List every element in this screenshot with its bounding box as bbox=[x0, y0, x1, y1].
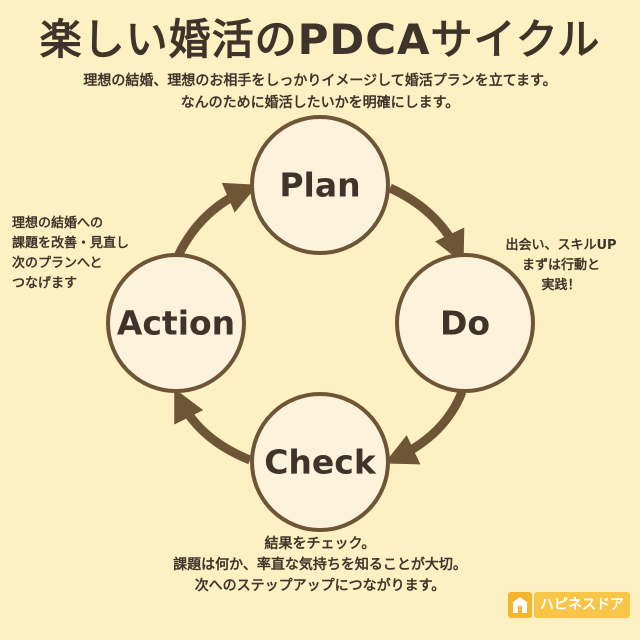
arrow-do-to-check bbox=[384, 390, 467, 465]
action-note-line: 理想の結婚への bbox=[12, 216, 104, 231]
check-note-line: 結果をチェック。 bbox=[264, 536, 376, 552]
node-action: Action bbox=[106, 253, 246, 393]
page-title: 楽しい婚活のPDCAサイクル bbox=[39, 15, 601, 64]
intro-line: 理想の結婚、理想のお相手をしっかりイメージして婚活プランを立てます。 bbox=[83, 73, 557, 89]
intro-line: なんのために婚活したいかを明確にします。 bbox=[180, 95, 460, 111]
action-note: 理想の結婚への 課題を改善・見直し 次のプランへと つなげます bbox=[12, 214, 129, 294]
brand-logo-text: ハピネスドア bbox=[534, 592, 630, 618]
arrow-action-to-plan bbox=[173, 182, 258, 258]
check-note: 結果をチェック。 課題は何か、率直な気持ちを知ることが大切。 次へのステップアッ… bbox=[0, 534, 640, 597]
do-note-line: 実践！ bbox=[541, 278, 581, 293]
check-note-line: 課題は何か、率直な気持ちを知ることが大切。 bbox=[173, 557, 467, 573]
check-label: Check bbox=[264, 443, 377, 482]
brand-logo: ハピネスドア bbox=[508, 590, 630, 620]
check-circle bbox=[250, 392, 390, 532]
do-label: Do bbox=[440, 304, 490, 343]
node-check: Check bbox=[250, 392, 390, 532]
action-note-line: 次のプランへと bbox=[12, 256, 103, 271]
do-note-line: まずは行動と bbox=[521, 258, 600, 273]
action-label: Action bbox=[117, 304, 235, 343]
do-note-line: 出会い、スキルUP bbox=[505, 238, 617, 253]
node-do: Do bbox=[395, 253, 535, 393]
action-note-line: 課題を改善・見直し bbox=[12, 236, 130, 251]
action-circle bbox=[106, 253, 246, 393]
arrow-check-to-action bbox=[174, 388, 252, 465]
plan-circle bbox=[250, 115, 390, 255]
arrow-plan-to-do bbox=[388, 183, 465, 264]
action-note-line: つなげます bbox=[12, 276, 78, 291]
node-plan: Plan bbox=[250, 115, 390, 255]
do-note: 出会い、スキルUP まずは行動と 実践！ bbox=[488, 236, 634, 296]
plan-label: Plan bbox=[279, 166, 360, 205]
building-icon bbox=[508, 592, 532, 618]
do-circle bbox=[395, 253, 535, 393]
check-note-line: 次へのステップアップにつながります。 bbox=[194, 578, 446, 594]
intro-text: 理想の結婚、理想のお相手をしっかりイメージして婚活プランを立てます。 なんのため… bbox=[0, 70, 640, 114]
